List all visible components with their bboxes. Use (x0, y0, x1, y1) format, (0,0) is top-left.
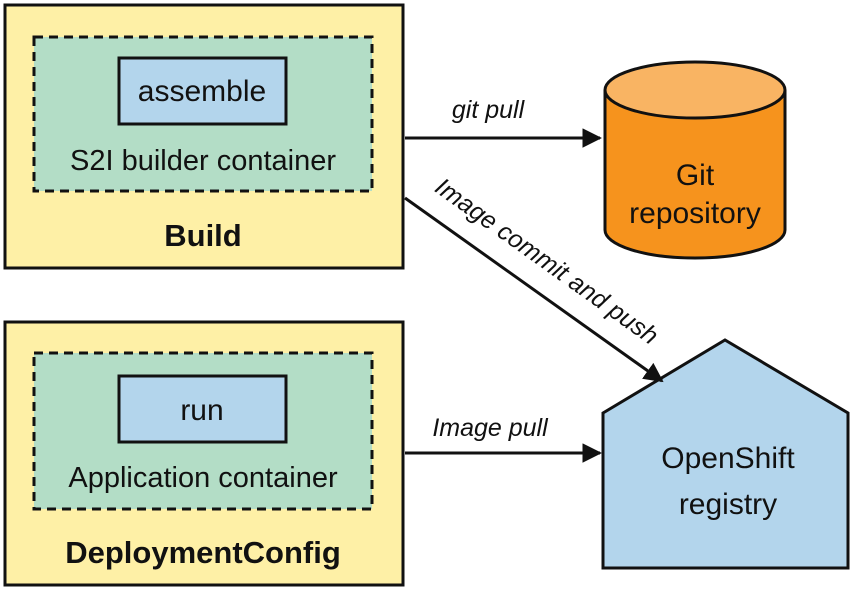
git-pull-label: git pull (452, 96, 526, 124)
build-box: assemble S2I builder container Build (3, 3, 405, 270)
build-title: Build (164, 218, 242, 253)
deployment-box: run Application container DeploymentConf… (3, 320, 405, 587)
image-commit-line (404, 196, 664, 383)
deployment-container-label: Application container (68, 462, 338, 494)
arrow-image-pull: Image pull (405, 414, 602, 463)
arrow-git-pull: git pull (405, 96, 602, 148)
build-container-label: S2I builder container (70, 145, 336, 177)
git-repository: Git repository (603, 60, 787, 260)
git-cylinder-body (603, 90, 787, 260)
assemble-box (117, 56, 288, 126)
registry-shape (601, 338, 850, 570)
image-pull-label: Image pull (432, 414, 549, 442)
registry-label-line1: OpenShift (661, 442, 795, 475)
run-box (117, 374, 288, 444)
git-cylinder-top (603, 60, 787, 120)
openshift-registry: OpenShift registry (601, 338, 850, 570)
assemble-label: assemble (138, 75, 266, 108)
run-label: run (180, 394, 223, 427)
deployment-title: DeploymentConfig (65, 535, 341, 570)
git-label-line1: Git (676, 159, 715, 192)
registry-label-line2: registry (679, 488, 777, 521)
git-label-line2: repository (629, 197, 761, 230)
